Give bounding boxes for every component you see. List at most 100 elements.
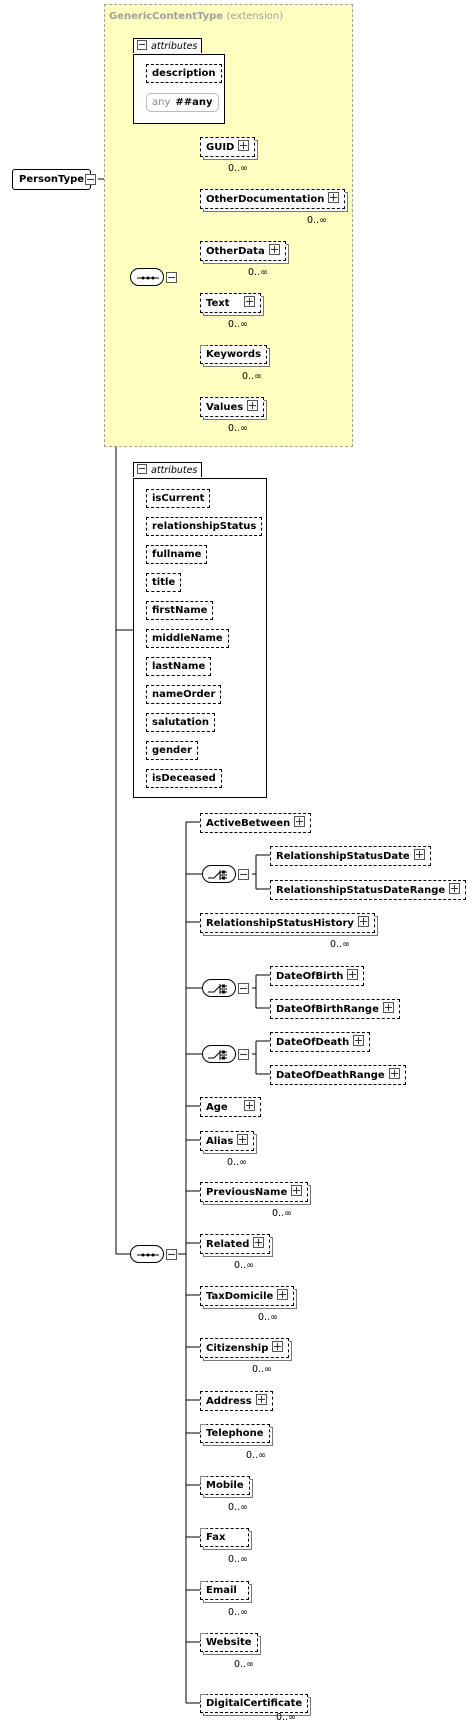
expand-icon[interactable] — [277, 1289, 289, 1300]
expand-icon[interactable] — [238, 140, 250, 151]
choice-icon — [208, 870, 227, 880]
attributes-box: isCurrent relationshipStatus fullname ti… — [133, 478, 267, 798]
element-dateofbirthrange[interactable]: DateOfBirthRange — [270, 999, 400, 1019]
attribute-isdeceased[interactable]: isDeceased — [146, 769, 222, 788]
expand-icon[interactable] — [328, 192, 340, 203]
expand-icon[interactable] — [388, 1068, 400, 1079]
any-attribute[interactable]: any##any — [146, 93, 219, 112]
expand-icon[interactable] — [247, 400, 259, 411]
extension-title: GenericContentType (extension) — [109, 11, 283, 22]
element-related[interactable]: Related — [200, 1234, 271, 1254]
element-label: Values — [206, 402, 244, 413]
extension-attributes-header[interactable]: attributes — [133, 38, 203, 53]
expand-icon[interactable] — [253, 1237, 265, 1248]
element-relationshipstatushistory[interactable]: RelationshipStatusHistory — [200, 913, 375, 933]
element-values[interactable]: Values — [200, 397, 265, 417]
attribute-lastname[interactable]: lastName — [146, 657, 212, 676]
element-label: Email — [206, 1585, 237, 1596]
element-mobile[interactable]: Mobile — [200, 1476, 250, 1495]
attribute-firstname[interactable]: firstName — [146, 601, 214, 620]
element-otherdata[interactable]: OtherData — [200, 241, 286, 261]
choice-compositor[interactable] — [202, 865, 236, 883]
root-element-persontype[interactable]: PersonType — [12, 169, 92, 190]
element-activebetween[interactable]: ActiveBetween — [200, 813, 312, 833]
cardinality: 0..∞ — [272, 1208, 292, 1219]
choice-collapse-icon[interactable] — [238, 1049, 249, 1063]
attribute-iscurrent[interactable]: isCurrent — [146, 489, 211, 508]
element-telephone[interactable]: Telephone — [200, 1424, 270, 1443]
attribute-description[interactable]: description — [146, 64, 222, 83]
element-label: Mobile — [206, 1480, 244, 1491]
element-website[interactable]: Website — [200, 1633, 258, 1652]
expand-icon[interactable] — [413, 849, 425, 860]
cardinality: 0..∞ — [228, 163, 248, 174]
sequence-collapse-icon[interactable] — [166, 1249, 177, 1263]
element-digitalcertificate[interactable]: DigitalCertificate — [200, 1694, 309, 1713]
element-age[interactable]: Age — [200, 1097, 261, 1117]
cardinality: 0..∞ — [228, 1502, 248, 1513]
element-label: DigitalCertificate — [206, 1698, 303, 1709]
expand-icon[interactable] — [449, 883, 461, 894]
expand-icon[interactable] — [268, 244, 280, 255]
choice-compositor[interactable] — [202, 979, 236, 997]
cardinality: 0..∞ — [307, 215, 327, 226]
attribute-salutation[interactable]: salutation — [146, 713, 215, 732]
element-guid[interactable]: GUID — [200, 137, 256, 157]
element-otherdocumentation[interactable]: OtherDocumentation — [200, 189, 346, 209]
sequence-icon — [137, 1253, 159, 1257]
extension-sequence-collapse-icon[interactable] — [166, 272, 177, 286]
attributes-header[interactable]: attributes — [133, 462, 203, 477]
expand-icon[interactable] — [243, 296, 255, 307]
element-dateofdeath[interactable]: DateOfDeath — [270, 1032, 371, 1052]
element-keywords[interactable]: Keywords — [200, 345, 268, 364]
cardinality: 0..∞ — [234, 1659, 254, 1670]
element-relationshipstatusdate[interactable]: RelationshipStatusDate — [270, 846, 431, 866]
element-label: Related — [206, 1239, 250, 1250]
expand-icon[interactable] — [255, 1394, 267, 1405]
element-address[interactable]: Address — [200, 1391, 273, 1411]
element-dateofbirth[interactable]: DateOfBirth — [270, 966, 365, 986]
attribute-title[interactable]: title — [146, 573, 182, 592]
extension-sequence-compositor[interactable] — [130, 268, 164, 286]
element-email[interactable]: Email — [200, 1581, 249, 1600]
collapse-icon — [137, 40, 147, 50]
element-label: DateOfBirth — [276, 971, 344, 982]
sequence-compositor[interactable] — [130, 1245, 164, 1263]
attribute-gender[interactable]: gender — [146, 741, 198, 760]
note-icon — [200, 1633, 207, 1640]
cardinality: 0..∞ — [228, 1607, 248, 1618]
extension-attributes-label: attributes — [151, 41, 198, 52]
cardinality: 0..∞ — [258, 1312, 278, 1323]
expand-icon[interactable] — [291, 1185, 303, 1196]
expand-icon[interactable] — [357, 916, 369, 927]
note-icon — [200, 345, 207, 352]
element-previousname[interactable]: PreviousName — [200, 1182, 309, 1202]
expand-icon[interactable] — [272, 1341, 284, 1352]
element-alias[interactable]: Alias — [200, 1131, 255, 1151]
expand-icon[interactable] — [294, 816, 306, 827]
element-citizenship[interactable]: Citizenship — [200, 1338, 290, 1358]
collapse-icon — [137, 464, 147, 474]
element-dateofdeathrange[interactable]: DateOfDeathRange — [270, 1065, 406, 1085]
choice-compositor[interactable] — [202, 1045, 236, 1063]
element-label: DateOfBirthRange — [276, 1004, 379, 1015]
attribute-middlename[interactable]: middleName — [146, 629, 229, 648]
expand-icon[interactable] — [237, 1134, 249, 1145]
attribute-nameorder[interactable]: nameOrder — [146, 685, 222, 704]
element-label: OtherDocumentation — [206, 194, 325, 205]
expand-icon[interactable] — [382, 1002, 394, 1013]
expand-icon[interactable] — [353, 1035, 365, 1046]
element-fax[interactable]: Fax — [200, 1528, 250, 1547]
attribute-relationshipstatus[interactable]: relationshipStatus — [146, 517, 263, 536]
element-taxdomicile[interactable]: TaxDomicile — [200, 1286, 295, 1306]
element-relationshipstatusdaterange[interactable]: RelationshipStatusDateRange — [270, 880, 467, 900]
note-icon — [200, 1581, 207, 1588]
root-collapse-icon[interactable] — [85, 174, 96, 188]
cardinality: 0..∞ — [246, 1450, 266, 1461]
attribute-fullname[interactable]: fullname — [146, 545, 208, 564]
choice-collapse-icon[interactable] — [238, 983, 249, 997]
choice-collapse-icon[interactable] — [238, 869, 249, 883]
expand-icon[interactable] — [243, 1100, 255, 1111]
expand-icon[interactable] — [347, 969, 359, 980]
element-text[interactable]: Text — [200, 293, 261, 313]
